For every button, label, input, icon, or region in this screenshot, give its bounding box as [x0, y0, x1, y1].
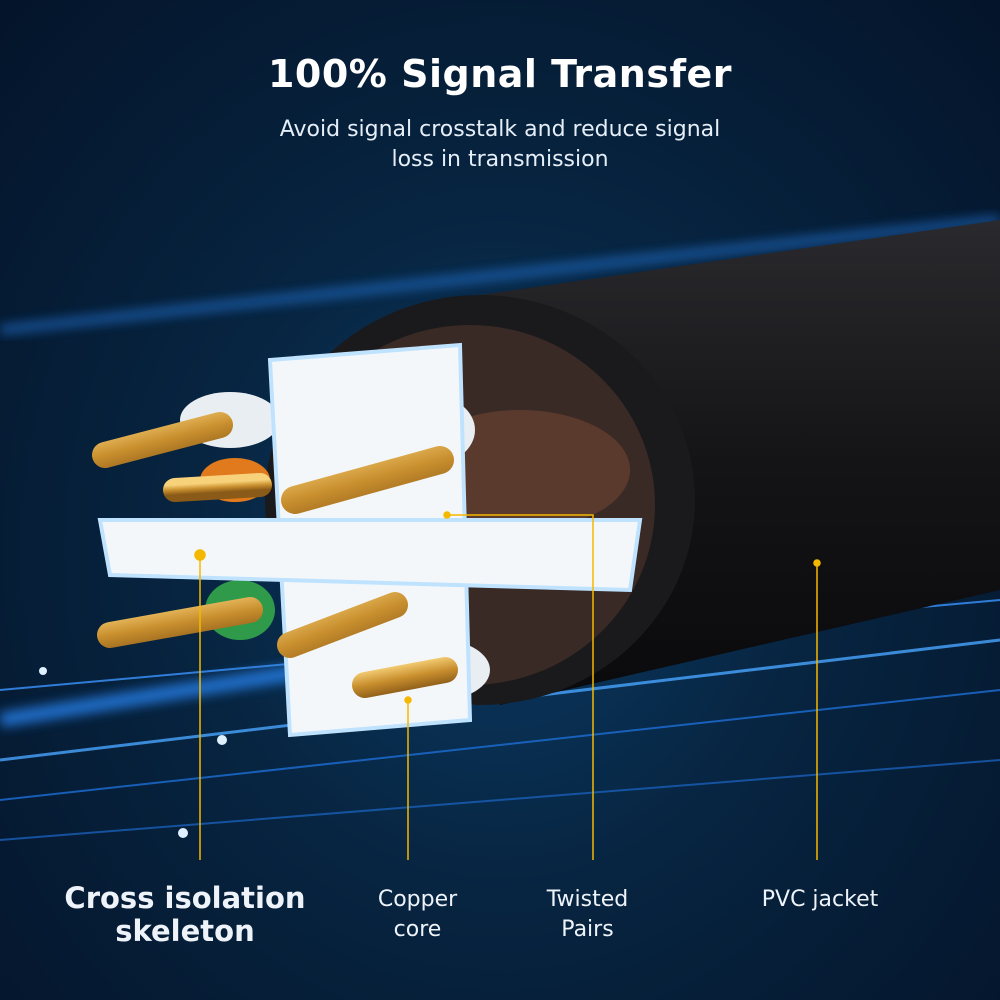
subtitle-line-2: loss in transmission — [391, 147, 609, 172]
label-line: Cross isolation — [64, 881, 306, 915]
label-line: PVC jacket — [761, 887, 879, 912]
leader-lines — [194, 511, 821, 860]
subtitle-line-1: Avoid signal crosstalk and reduce signal — [279, 117, 721, 142]
light-dots — [39, 667, 227, 838]
label-line: skeleton — [115, 914, 255, 948]
subtitle: Avoid signal crosstalk and reduce signal… — [0, 115, 1000, 175]
copper-cores — [92, 412, 458, 698]
label-line: Twisted — [546, 887, 629, 912]
page-title: 100% Signal Transfer — [267, 52, 732, 96]
label-line: Pairs — [561, 917, 614, 942]
cross-isolation-skeleton — [97, 342, 643, 738]
label-pvc-jacket: PVC jacket — [720, 885, 920, 915]
label-cross-isolation-skeleton: Cross isolation skeleton — [30, 882, 340, 948]
label-twisted-pairs: Twisted Pairs — [510, 885, 665, 945]
label-copper-core: Copper core — [340, 885, 495, 945]
label-line: Copper — [377, 887, 458, 912]
label-line: core — [393, 917, 442, 942]
